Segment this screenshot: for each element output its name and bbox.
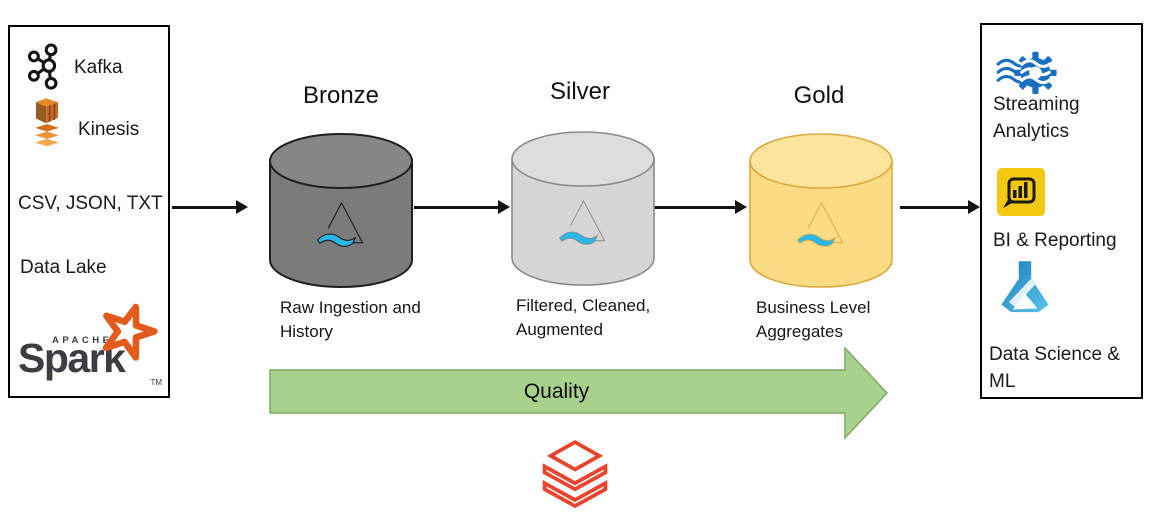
ml-flask-icon bbox=[1001, 261, 1049, 313]
spark-tm-label: TM bbox=[150, 378, 162, 387]
kinesis-icon bbox=[35, 98, 59, 147]
bronze-cylinder bbox=[269, 133, 413, 288]
arrow-bronze-to-silver bbox=[414, 200, 510, 214]
quality-label: Quality bbox=[523, 380, 590, 403]
delta-lake-icon bbox=[316, 202, 364, 247]
kinesis-label: Kinesis bbox=[78, 119, 140, 140]
kafka-icon bbox=[27, 43, 58, 90]
csv-json-txt-label: CSV, JSON, TXT bbox=[18, 193, 163, 214]
consumers-panel: Streaming Analytics BI & Reporting Data … bbox=[980, 23, 1143, 399]
kafka-label: Kafka bbox=[74, 57, 123, 78]
gold-cylinder bbox=[749, 133, 893, 288]
data-science-ml-label: Data Science & ML bbox=[989, 344, 1120, 392]
arrow-silver-to-gold bbox=[651, 200, 747, 214]
gold-title: Gold bbox=[793, 82, 845, 109]
quality-arrow bbox=[269, 346, 889, 440]
silver-cylinder bbox=[511, 131, 655, 286]
databricks-stack-icon bbox=[542, 439, 608, 509]
sources-panel: Kafka Kinesis CSV, JSON, TXT Data Lake A… bbox=[8, 25, 170, 398]
data-lake-label: Data Lake bbox=[20, 257, 107, 278]
stream-analytics-gear-icon bbox=[996, 51, 1057, 95]
bronze-title: Bronze bbox=[302, 82, 380, 109]
spark-apache-label: APACHE bbox=[52, 335, 113, 346]
silver-title: Silver bbox=[549, 78, 610, 105]
streaming-analytics-label: Streaming Analytics bbox=[993, 94, 1080, 142]
spark-star-icon bbox=[102, 303, 158, 361]
power-bi-icon bbox=[997, 168, 1045, 216]
bi-reporting-label: BI & Reporting bbox=[993, 230, 1117, 251]
arrow-gold-to-consumers bbox=[900, 200, 980, 214]
spark-logo: APACHE Spark TM bbox=[16, 303, 164, 399]
silver-caption: Filtered, Cleaned, Augmented bbox=[516, 296, 651, 339]
arrow-sources-to-bronze bbox=[172, 200, 248, 214]
delta-lake-icon bbox=[796, 202, 844, 247]
delta-lake-icon bbox=[558, 200, 606, 245]
bronze-caption: Raw Ingestion and History bbox=[280, 298, 421, 341]
gold-caption: Business Level Aggregates bbox=[756, 298, 871, 341]
